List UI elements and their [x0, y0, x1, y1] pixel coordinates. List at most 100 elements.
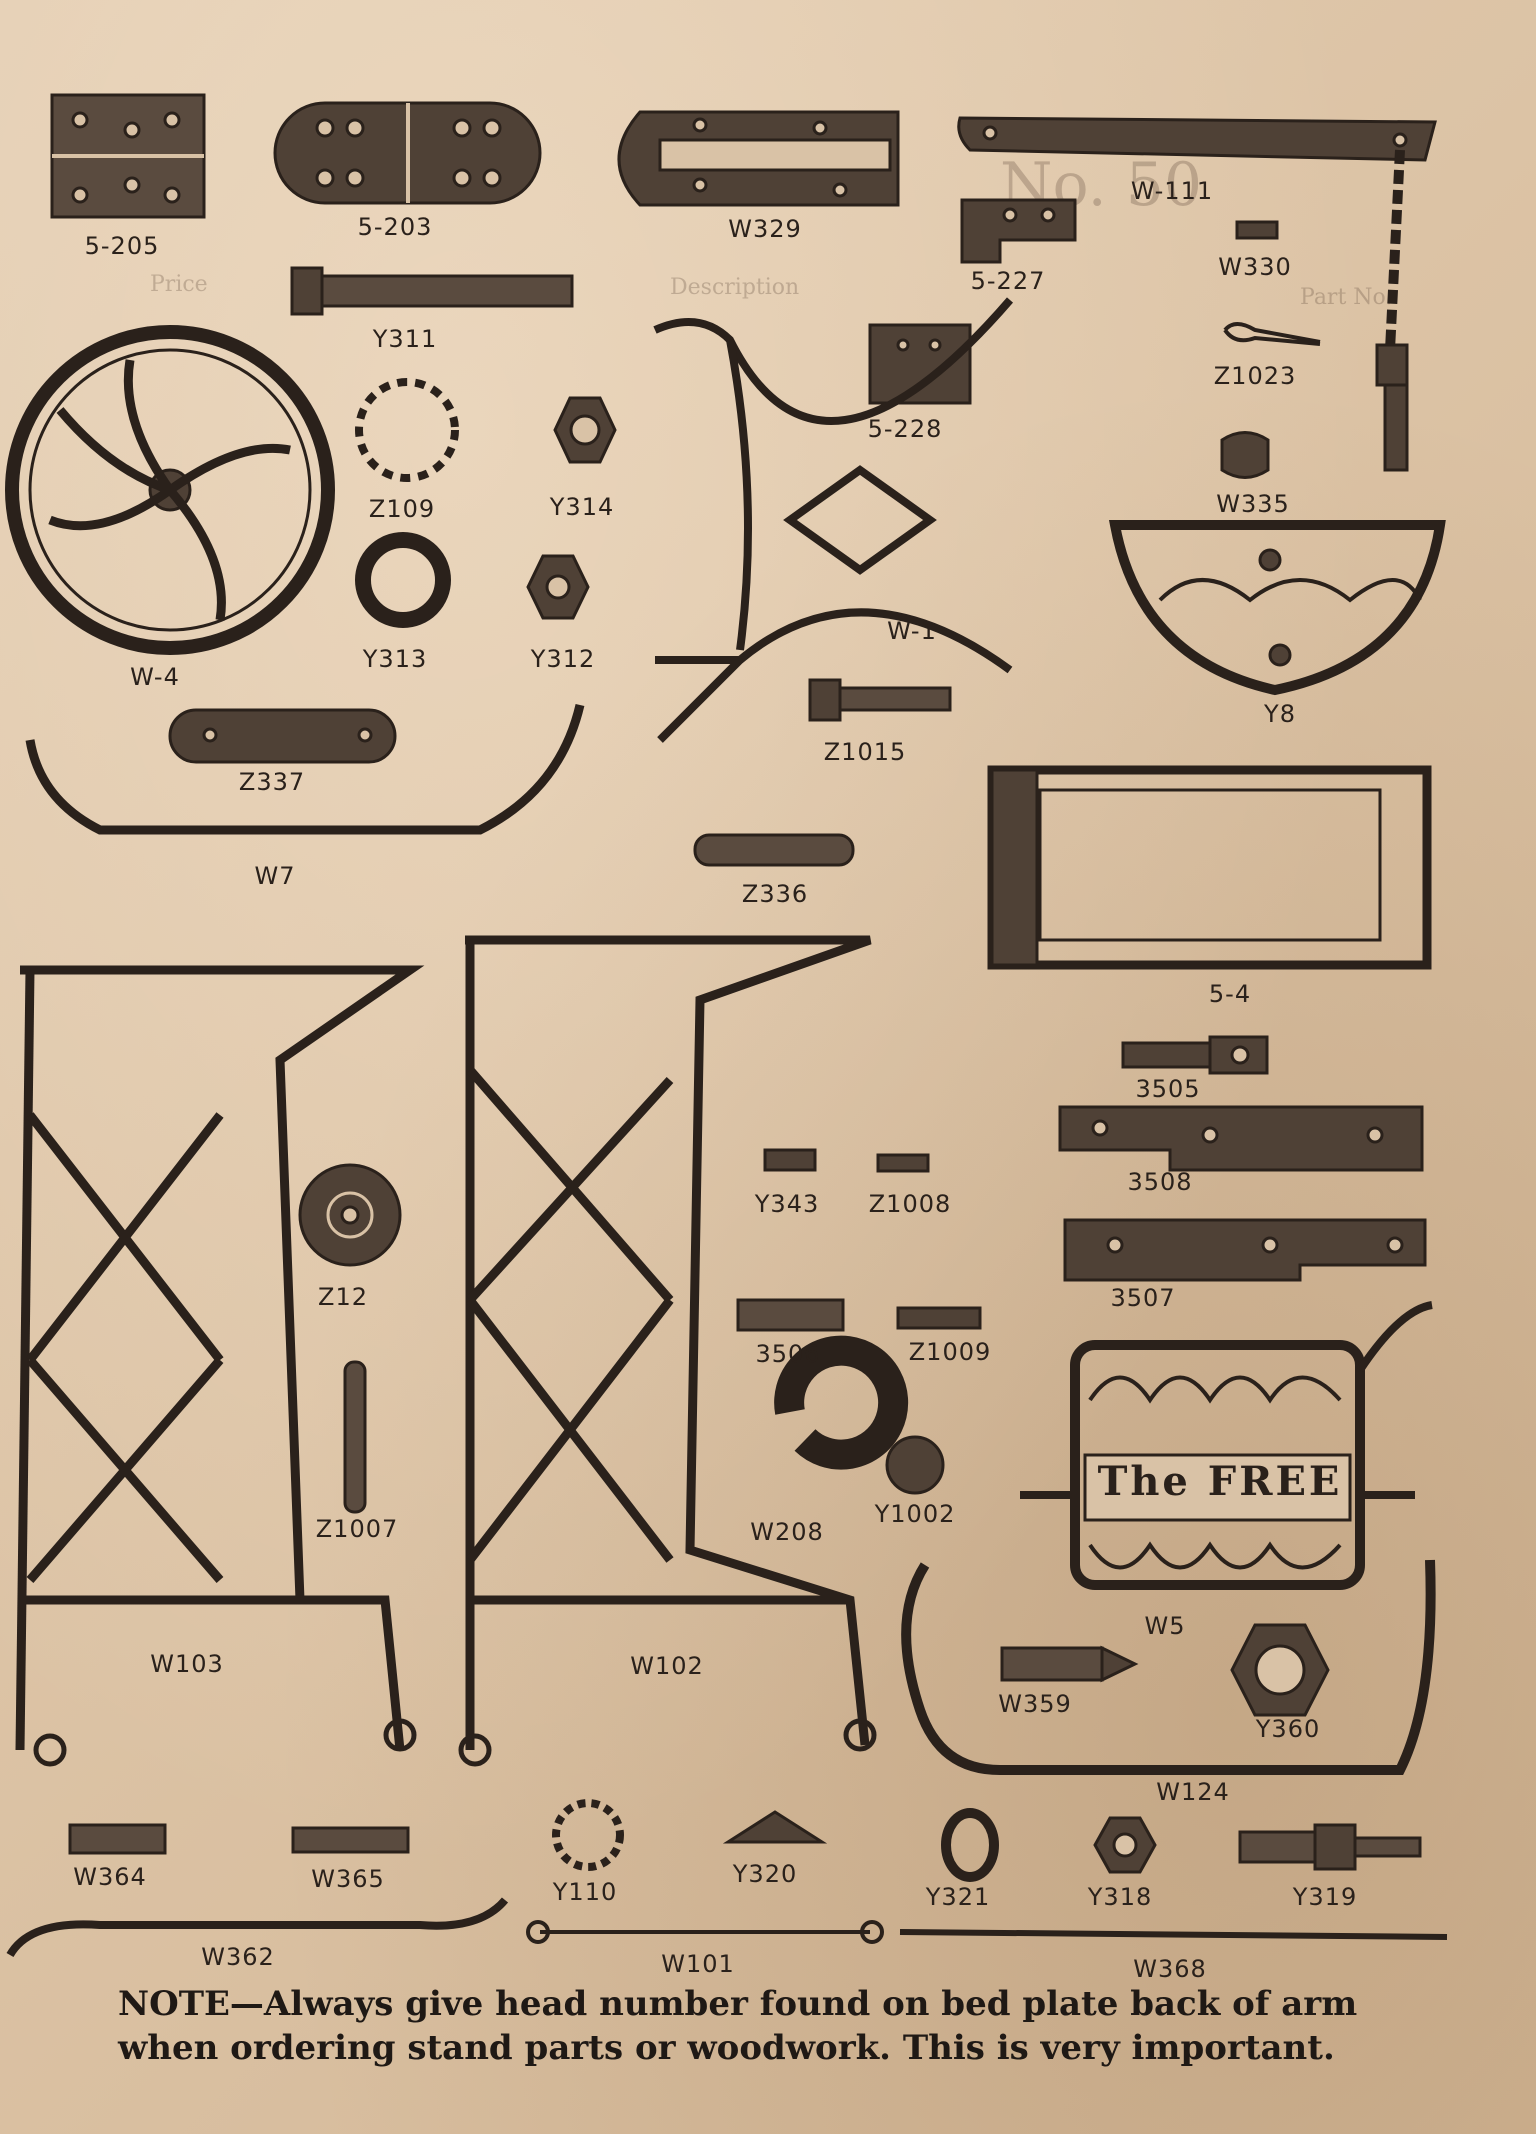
bleed-through-col-desc: Description [670, 275, 800, 300]
label-y320: Y320 [732, 1860, 798, 1888]
rail-w7-drawing [25, 703, 585, 835]
ball-y1002-drawing [885, 1435, 945, 1495]
washer-z12-drawing [298, 1163, 402, 1267]
label-3505: 3505 [1135, 1075, 1201, 1103]
rod-w368-drawing [899, 1929, 1448, 1940]
label-z1023: Z1023 [1213, 362, 1297, 390]
bleed-through-col-price: Price [150, 272, 208, 297]
ordering-note: NOTE—Always give head number found on be… [118, 1982, 1418, 2070]
label-y110: Y110 [552, 1878, 618, 1906]
label-3507: 3507 [1110, 1284, 1176, 1312]
label-w368: W368 [1133, 1955, 1207, 1983]
note-line-2: when ordering stand parts or woodwork. T… [118, 2028, 1335, 2068]
label-5-228: 5-228 [867, 415, 943, 443]
nut-y318-drawing [1093, 1816, 1157, 1874]
label-y313: Y313 [362, 645, 428, 673]
pin-z1007-drawing [343, 1360, 367, 1514]
label-5-205: 5-205 [84, 232, 160, 260]
label-w111: W-111 [1130, 177, 1214, 205]
rod-w362-drawing [6, 1897, 509, 1958]
ball-ring-z109-drawing [355, 378, 459, 482]
guard-y8-drawing [1108, 520, 1446, 696]
pin-w364-drawing [68, 1823, 167, 1855]
treadle-w5-drawing [1020, 1301, 1433, 1590]
bracket-w329-drawing [617, 110, 900, 207]
label-z12: Z12 [318, 1283, 368, 1311]
bar-3508-drawing [1058, 1105, 1424, 1172]
label-z1015: Z1015 [823, 738, 907, 766]
label-w208: W208 [750, 1518, 824, 1546]
washer-y321-drawing [941, 1808, 999, 1882]
label-z109: Z109 [368, 495, 436, 523]
label-y321: Y321 [925, 1883, 991, 1911]
nut-y360-drawing [1230, 1623, 1330, 1717]
label-3508: 3508 [1127, 1168, 1193, 1196]
label-w365: W365 [311, 1865, 385, 1893]
cap-w335-drawing [1220, 431, 1270, 479]
nut-y312-drawing [526, 554, 590, 620]
label-z337: Z337 [238, 768, 306, 796]
leg-w103-drawing [15, 965, 425, 1767]
bolt-y319-drawing [1238, 1823, 1422, 1871]
label-z1008: Z1008 [868, 1190, 952, 1218]
bleed-through-col-partno: Part No. [1300, 285, 1393, 310]
label-y360: Y360 [1255, 1715, 1321, 1743]
label-w102: W102 [630, 1652, 704, 1680]
nut-y314-drawing [553, 396, 617, 464]
label-w362: W362 [201, 1943, 275, 1971]
ball-ring-y110-drawing [552, 1799, 624, 1871]
ring-y313-drawing [355, 532, 451, 628]
label-5-203: 5-203 [357, 213, 433, 241]
label-y311: Y311 [372, 325, 438, 353]
label-z336: Z336 [741, 880, 809, 908]
label-w124: W124 [1156, 1778, 1230, 1806]
label-y1002: Y1002 [874, 1500, 956, 1528]
screw-w359-drawing [1000, 1645, 1139, 1683]
label-w5: W5 [1144, 1612, 1186, 1640]
key-3505-drawing [1121, 1035, 1269, 1075]
pin-z336-drawing [693, 833, 855, 867]
pin-y343-drawing [763, 1148, 817, 1172]
washer-w208-drawing [774, 1335, 909, 1470]
label-5-227: 5-227 [970, 267, 1046, 295]
label-y312: Y312 [530, 645, 596, 673]
leg-w102-drawing [458, 935, 877, 1767]
label-w330: W330 [1218, 253, 1292, 281]
rod-w101-drawing [526, 1920, 884, 1944]
screw-z1015-drawing [808, 678, 952, 722]
frame-5-4-drawing [987, 765, 1432, 970]
label-3506: 3506 [755, 1340, 821, 1368]
label-y319: Y319 [1292, 1883, 1358, 1911]
bar-3507-drawing [1063, 1218, 1427, 1282]
label-w364: W364 [73, 1863, 147, 1891]
label-y8: Y8 [1264, 700, 1296, 728]
label-y343: Y343 [754, 1190, 820, 1218]
bolt-y311-drawing [290, 266, 574, 316]
label-z1007: Z1007 [315, 1515, 399, 1543]
label-y314: Y314 [549, 493, 615, 521]
rod-w124-drawing [901, 1559, 1436, 1775]
plate-5-228-drawing [868, 323, 972, 405]
label-w101: W101 [661, 1950, 735, 1978]
pin-z1009-drawing [896, 1306, 982, 1330]
pin-3506-drawing [736, 1298, 845, 1332]
label-w103: W103 [150, 1650, 224, 1678]
plate-5-227-drawing [960, 198, 1077, 264]
pin-w330-drawing [1235, 220, 1279, 240]
pin-w365-drawing [291, 1826, 410, 1854]
pin-z1008-drawing [876, 1153, 930, 1173]
wheel-w4-drawing [5, 325, 335, 655]
label-w7: W7 [254, 862, 296, 890]
treadle-brand-text: The FREE [1097, 1458, 1343, 1505]
brace-w1-drawing [653, 297, 1014, 743]
plate-z337-drawing [168, 708, 397, 764]
label-w4: W-4 [130, 663, 180, 691]
label-5-4: 5-4 [1208, 980, 1252, 1008]
arm-w111-drawing [957, 116, 1437, 472]
hinge-5-205-drawing [50, 93, 206, 219]
label-w359: W359 [998, 1690, 1072, 1718]
label-y318: Y318 [1087, 1883, 1153, 1911]
label-w329: W329 [728, 215, 802, 243]
